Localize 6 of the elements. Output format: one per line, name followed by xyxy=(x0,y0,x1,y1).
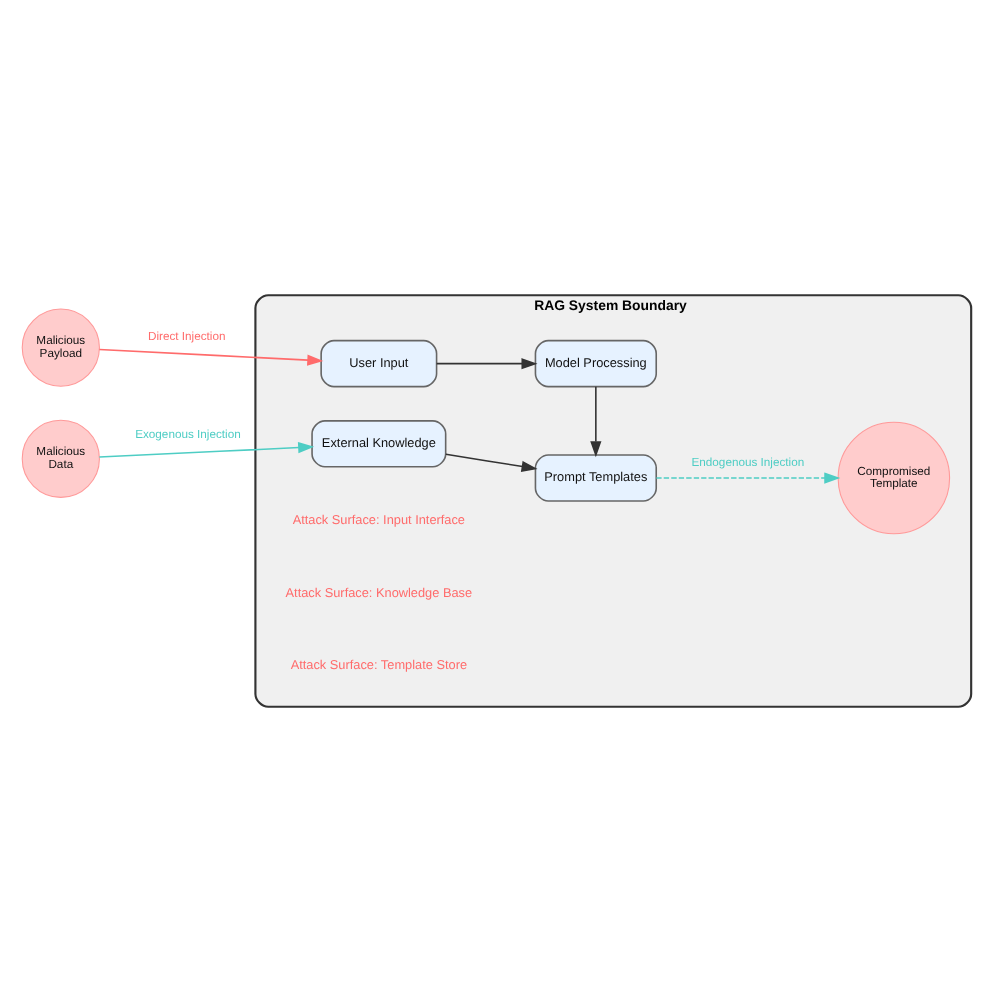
arrow xyxy=(434,357,537,369)
arrow xyxy=(654,471,840,483)
arrow xyxy=(97,347,323,365)
arrow xyxy=(589,385,601,457)
arrow xyxy=(444,452,537,471)
arrow xyxy=(97,441,314,457)
